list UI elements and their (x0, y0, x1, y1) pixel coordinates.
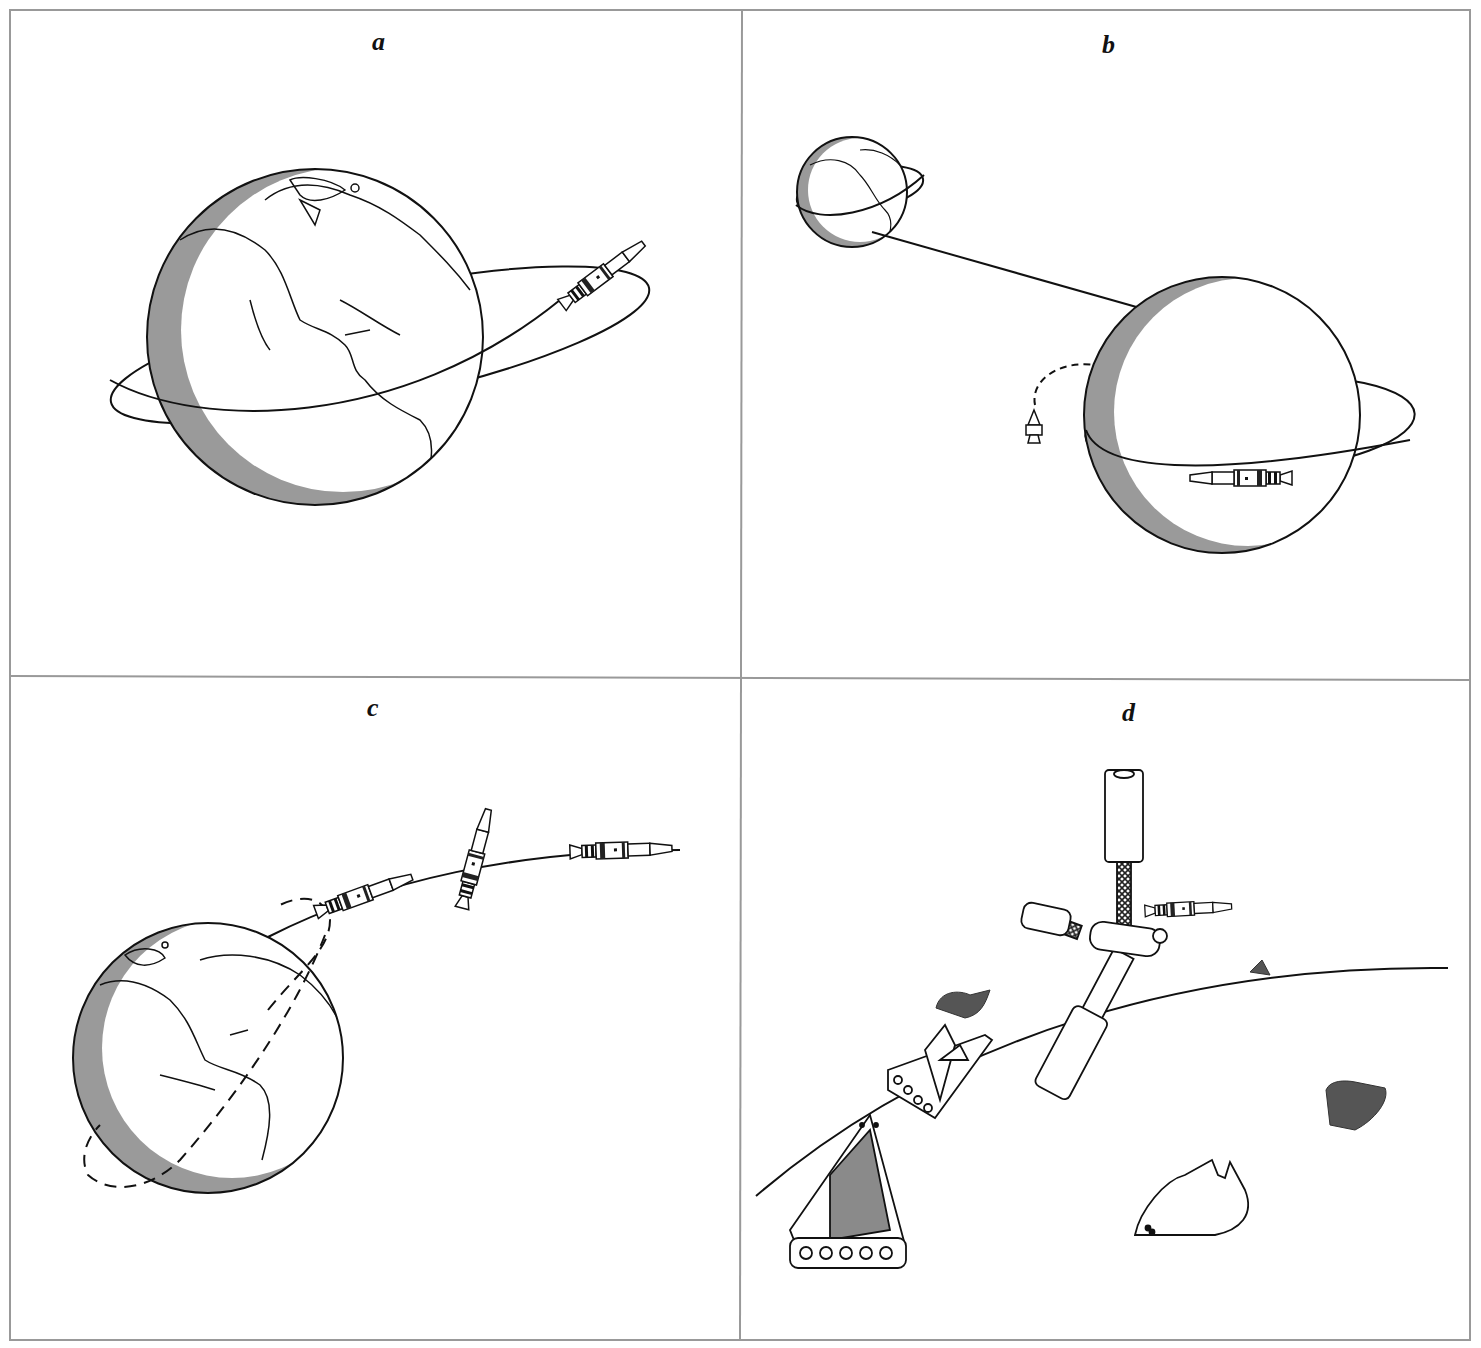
panel-letter: d (1122, 700, 1135, 726)
panel-letter: c (367, 695, 379, 721)
panel-letter: a (372, 29, 385, 55)
panel-letter: b (1102, 32, 1115, 58)
